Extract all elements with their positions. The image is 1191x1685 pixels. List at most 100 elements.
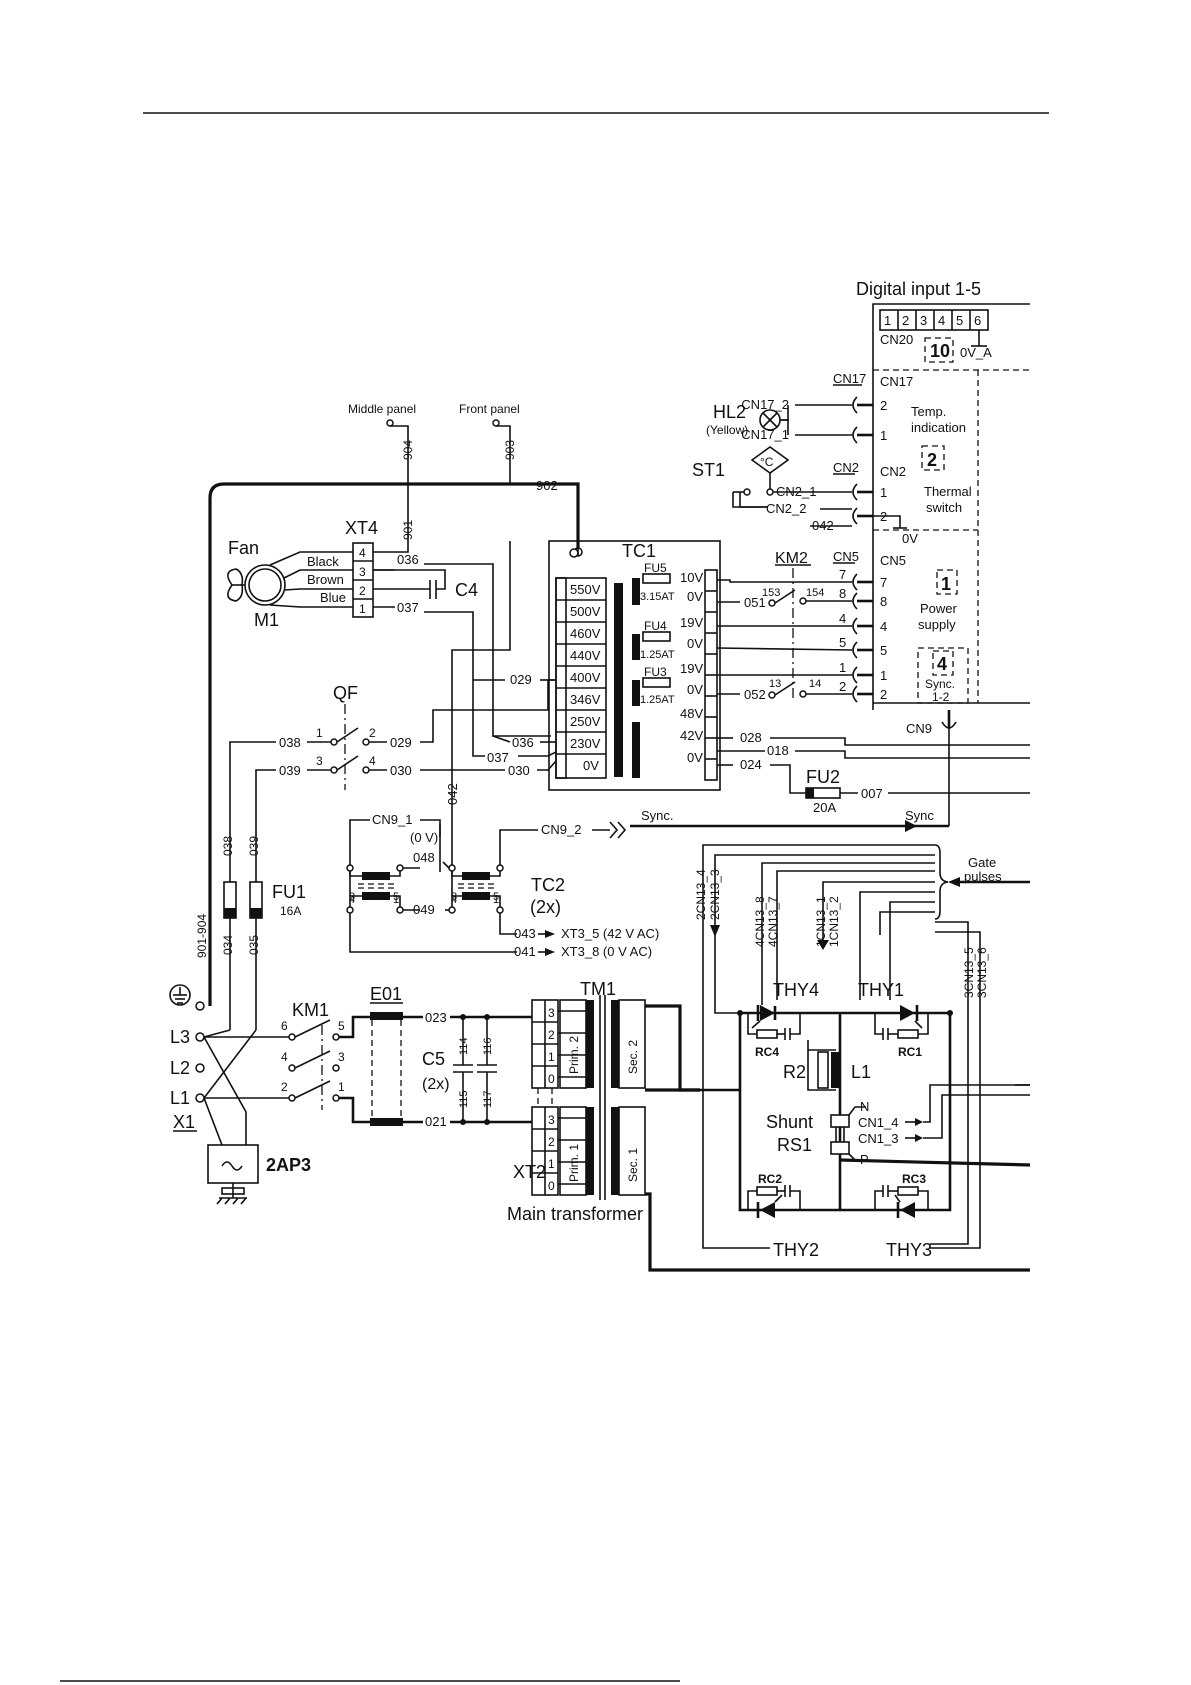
svg-text:154: 154: [806, 587, 824, 599]
xt3-8-label: XT3_8 (0 V AC): [561, 944, 652, 959]
svg-text:RC3: RC3: [902, 1172, 926, 1186]
thyristor-bridge: THY4 RC4 THY1 RC1 THY2: [700, 980, 953, 1260]
black-wire: Black: [307, 554, 339, 569]
rs1-label: RS1: [777, 1135, 812, 1155]
xt2-label: XT2: [513, 1162, 546, 1182]
m1-label: M1: [254, 610, 279, 630]
qf-label: QF: [333, 683, 358, 703]
svg-text:1.25AT: 1.25AT: [640, 649, 675, 661]
svg-text:3: 3: [920, 313, 927, 328]
svg-text:1.25AT: 1.25AT: [640, 694, 675, 706]
svg-text:035: 035: [247, 935, 261, 955]
svg-text:5: 5: [493, 891, 499, 903]
l1-choke-label: L1: [851, 1062, 871, 1082]
l2-label: L2: [170, 1058, 190, 1078]
hl2-lamp: [759, 405, 789, 435]
svg-text:0V: 0V: [687, 682, 703, 697]
tc1-transformer: TC1 550V 500V 460V 440V 400V 346V 250V 2…: [548, 540, 721, 791]
tc1-secondaries: FU5 3.15AT FU4 1.25AT FU3 1.25AT 10V 0V …: [632, 561, 718, 781]
middle-panel-label: Middle panel: [348, 402, 416, 416]
svg-text:2: 2: [880, 687, 887, 702]
svg-text:CN1_3: CN1_3: [858, 1131, 898, 1146]
ground-bus: Middle panel Front panel 904 903 902 901: [208, 402, 583, 1006]
km1-label: KM1: [292, 1000, 329, 1020]
thy2: [756, 1194, 783, 1218]
wire-902: 902: [536, 478, 558, 493]
svg-text:052: 052: [744, 687, 766, 702]
gate-label-1: Gate: [968, 855, 996, 870]
svg-text:48V: 48V: [680, 706, 703, 721]
svg-text:153: 153: [762, 587, 780, 599]
sync-text-a: Sync.: [641, 808, 674, 823]
svg-text:3CN13_5: 3CN13_5: [962, 947, 976, 998]
cn5-top-label: CN5: [833, 549, 859, 564]
wire-037-a: 037: [397, 600, 419, 615]
zero-va-label: 0V_A: [960, 345, 992, 360]
svg-text:460V: 460V: [570, 626, 601, 641]
svg-text:036: 036: [512, 735, 534, 750]
svg-text:0: 0: [548, 1179, 555, 1193]
svg-text:3: 3: [548, 1006, 555, 1020]
fan-m1: Fan M1 XT4 4 3 2 1 Black Brown Blue 036 …: [227, 518, 551, 738]
svg-text:3CN13_6: 3CN13_6: [975, 947, 989, 998]
svg-text:023: 023: [425, 1010, 447, 1025]
svg-text:Sec. 2: Sec. 2: [626, 1040, 640, 1074]
svg-text:1: 1: [880, 428, 887, 443]
svg-text:2: 2: [902, 313, 909, 328]
thy4-label: THY4: [773, 980, 819, 1000]
c5-capacitors: 114 116 115 117 C5 (2x): [422, 1014, 497, 1125]
thy1-label: THY1: [858, 980, 904, 1000]
svg-text:FU5: FU5: [644, 561, 667, 575]
st1-label: ST1: [692, 460, 725, 480]
svg-text:250V: 250V: [570, 714, 601, 729]
svg-text:500V: 500V: [570, 604, 601, 619]
tc1-primary-taps: 550V 500V 460V 440V 400V 346V 250V 230V …: [555, 577, 607, 779]
svg-text:(2x): (2x): [422, 1076, 450, 1093]
svg-text:039: 039: [279, 763, 301, 778]
svg-text:7: 7: [880, 575, 887, 590]
x1-label: X1: [173, 1112, 195, 1132]
svg-text:024: 024: [740, 757, 762, 772]
xt3-5-label: XT3_5 (42 V AC): [561, 926, 659, 941]
svg-text:0: 0: [548, 1072, 555, 1086]
fan-icon: [227, 568, 244, 586]
svg-text:0V: 0V: [687, 636, 703, 651]
tm1-label: TM1: [580, 979, 616, 999]
tc2-label: TC2: [531, 875, 565, 895]
cn17-2-label: CN17_2: [741, 397, 789, 412]
tc2-left: 8 5 4 1: [346, 864, 404, 914]
svg-text:037: 037: [487, 750, 509, 765]
sync-text-b: Sync: [905, 808, 934, 823]
thy4: [737, 1005, 777, 1029]
svg-text:3: 3: [338, 1050, 345, 1064]
svg-text:0V: 0V: [687, 750, 703, 765]
svg-text:1: 1: [839, 660, 846, 675]
cn20-label: CN20: [880, 332, 913, 347]
svg-text:FU3: FU3: [644, 665, 667, 679]
wire-903: 903: [503, 440, 517, 460]
svg-text:115: 115: [458, 1090, 470, 1108]
thy1: [900, 1005, 953, 1029]
wire-904: 904: [401, 440, 415, 460]
svg-text:3: 3: [359, 565, 366, 579]
r2-l1-shunt: R2 L1 Shunt RS1 N CN1_4 CN1_3 P: [766, 1040, 1031, 1167]
block-10: 10: [930, 341, 950, 361]
svg-text:16A: 16A: [280, 904, 301, 918]
sync-label-2: 1-2: [932, 690, 950, 704]
hl2-label: HL2: [713, 402, 746, 422]
l3-label: L3: [170, 1027, 190, 1047]
c5-label: C5: [422, 1049, 445, 1069]
svg-text:RC2: RC2: [758, 1172, 782, 1186]
svg-text:3: 3: [316, 754, 323, 768]
svg-text:N: N: [860, 1099, 869, 1114]
svg-text:018: 018: [767, 743, 789, 758]
svg-text:20A: 20A: [813, 800, 836, 815]
svg-text:8: 8: [451, 891, 457, 903]
tc1-outputs: 051 153 154 KM2 052 13 14 028 018 024 FU…: [716, 550, 1030, 826]
svg-text:0V: 0V: [583, 758, 599, 773]
blue-wire: Blue: [320, 590, 346, 605]
svg-text:007: 007: [861, 786, 883, 801]
svg-text:8: 8: [349, 891, 355, 903]
gate-pulse-wiring: Gate pulses 2CN13_4 2CN13_3 4CN13_8 4CN1…: [694, 844, 1030, 1249]
svg-text:028: 028: [740, 730, 762, 745]
